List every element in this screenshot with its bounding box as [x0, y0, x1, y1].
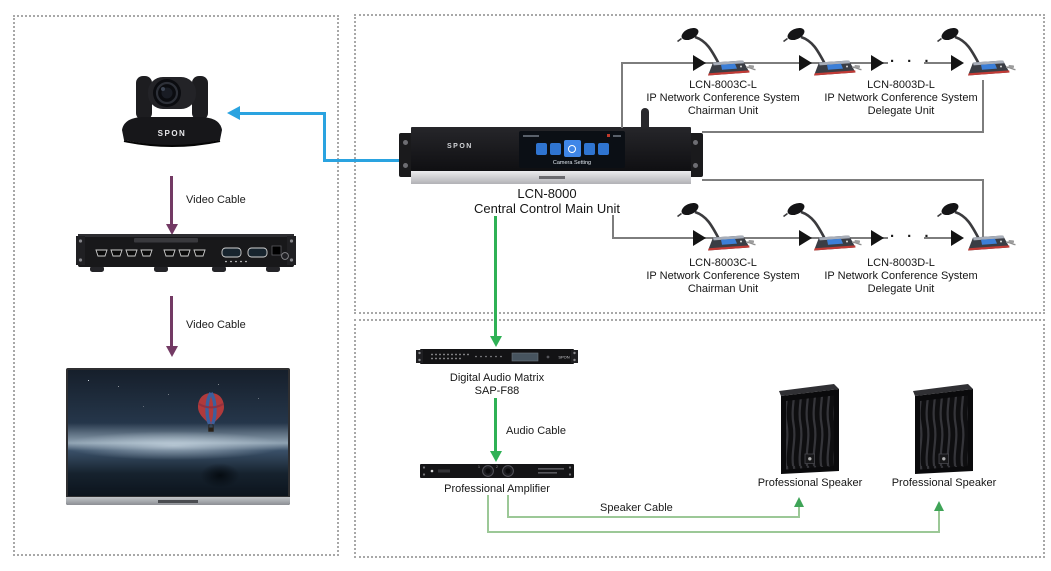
speaker-cable-label: Speaker Cable — [600, 502, 673, 514]
delegate-unit-label: LCN-8003D-L IP Network Conference System… — [824, 257, 978, 295]
rack-ear — [689, 133, 703, 177]
chairman-unit-label: LCN-8003C-L IP Network Conference System… — [646, 79, 800, 117]
mic-chain-cable — [612, 215, 614, 238]
arrow-down-icon — [490, 451, 502, 462]
arrow-right-icon — [799, 55, 812, 71]
network-cable-line — [239, 112, 326, 115]
video-switcher — [76, 234, 296, 272]
balloon-image — [198, 392, 224, 432]
audio-cable-label: Audio Cable — [506, 425, 566, 437]
speaker-cable-line — [798, 505, 800, 517]
camera-brand-logo: SPON — [158, 129, 187, 138]
antenna — [641, 108, 649, 132]
tv-display — [66, 368, 290, 505]
unit-brand-logo: SPON — [447, 143, 473, 150]
mic-chain-cable — [982, 179, 984, 241]
arrow-right-icon — [871, 230, 884, 246]
video-cable-label-1: Video Cable — [186, 194, 246, 206]
mic-chain-cable — [621, 62, 623, 128]
rack-ear — [399, 133, 413, 177]
svg-text:1: 1 — [478, 465, 480, 469]
speaker-cable-line — [507, 495, 509, 517]
screen-menu-tiles — [519, 140, 625, 157]
central-unit-touchscreen: Camera Setting — [519, 131, 625, 168]
audio-cable-line — [494, 398, 497, 452]
central-unit-name: Central Control Main Unit — [474, 201, 620, 216]
speaker-cable-line — [507, 516, 800, 518]
delegate-unit-label: LCN-8003D-L IP Network Conference System… — [824, 79, 978, 117]
speaker — [910, 382, 978, 474]
arrow-down-icon — [166, 346, 178, 357]
central-unit-base-strip — [411, 171, 691, 184]
mic-chain-cable — [924, 62, 952, 64]
central-unit-label: LCN-8000 Central Control Main Unit — [427, 186, 667, 216]
speaker-label: Professional Speaker — [891, 477, 997, 489]
arrow-right-icon — [951, 230, 964, 246]
camera-setting-tile — [563, 140, 581, 157]
chairman-unit-label: LCN-8003C-L IP Network Conference System… — [646, 257, 800, 295]
matrix-brand-logo: SPON — [558, 355, 569, 360]
conference-mic-unit — [936, 26, 1016, 78]
video-cable-line-1 — [170, 176, 173, 226]
central-unit-faceplate: SPON Camera Setting — [411, 127, 691, 171]
speaker-cable-line — [487, 531, 940, 533]
video-cable-line-2 — [170, 296, 173, 348]
speaker-cable-line — [938, 509, 940, 532]
arrow-up-icon — [934, 501, 944, 511]
conference-mic-unit — [676, 201, 756, 253]
svg-text:2: 2 — [496, 465, 498, 469]
arrow-down-icon — [166, 224, 178, 235]
audio-matrix-label: Digital Audio Matrix SAP-F88 — [449, 372, 545, 397]
tv-screen — [68, 370, 288, 496]
ptz-camera: SPON — [122, 76, 222, 147]
arrow-right-icon — [693, 230, 706, 246]
mic-chain-cable — [924, 237, 952, 239]
tv-stand-strip — [66, 497, 290, 505]
speaker — [776, 382, 844, 474]
speaker-label: Professional Speaker — [757, 477, 863, 489]
central-unit-model: LCN-8000 — [517, 186, 577, 201]
audio-matrix: SPON — [416, 349, 578, 364]
mic-chain-cable — [702, 179, 984, 181]
arrow-left-icon — [227, 106, 240, 120]
central-control-unit: SPON Camera Setting — [399, 127, 703, 184]
conference-mic-unit — [676, 26, 756, 78]
arrow-right-icon — [693, 55, 706, 71]
arrow-right-icon — [951, 55, 964, 71]
network-cable-line — [323, 112, 326, 162]
amplifier-label: Professional Amplifier — [444, 483, 550, 495]
chain-dots: · · · — [890, 53, 934, 70]
arrow-right-icon — [871, 55, 884, 71]
conference-mic-unit — [936, 201, 1016, 253]
water-reflection — [194, 462, 246, 492]
network-cable-line — [323, 159, 402, 162]
amplifier: 2 1 — [420, 464, 574, 478]
arrow-up-icon — [794, 497, 804, 507]
arrow-right-icon — [799, 230, 812, 246]
video-cable-label-2: Video Cable — [186, 319, 246, 331]
mic-chain-cable — [612, 237, 888, 239]
conference-mic-unit — [782, 201, 862, 253]
speaker-cable-line — [487, 495, 489, 533]
audio-link-line — [494, 216, 497, 337]
screen-statusbar — [523, 134, 621, 137]
mic-chain-cable — [982, 80, 984, 133]
mic-chain-cable — [702, 131, 984, 133]
arrow-down-icon — [490, 336, 502, 347]
mic-chain-cable — [622, 62, 888, 64]
screen-caption: Camera Setting — [552, 160, 592, 166]
conference-mic-unit — [782, 26, 862, 78]
chain-dots: · · · — [890, 228, 934, 245]
